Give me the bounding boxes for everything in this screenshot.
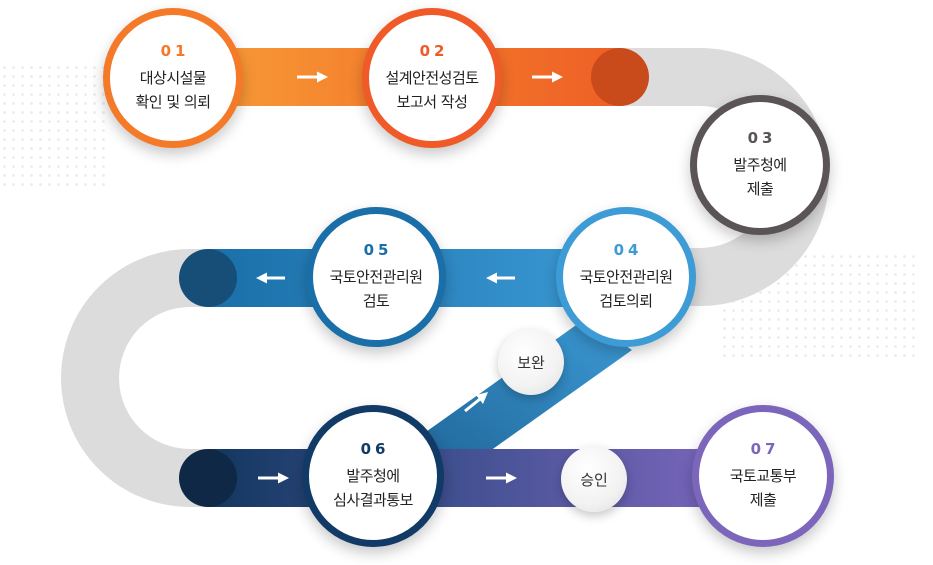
step-01: 01 대상시설물 확인 및 의뢰 xyxy=(103,8,243,148)
arrow-right-icon xyxy=(532,71,563,83)
step-02: 02 설계안전성검토 보고서 작성 xyxy=(362,8,502,148)
track-end-orange xyxy=(591,48,649,106)
step-number: 03 xyxy=(747,129,777,147)
step-number: 05 xyxy=(363,241,393,259)
track-end-blue xyxy=(179,249,237,307)
step-label-line2: 심사결과통보 xyxy=(333,491,413,509)
step-06: 06 발주청에 심사결과통보 xyxy=(302,405,444,547)
step-number: 01 xyxy=(160,42,190,60)
step-label-line2: 보고서 작성 xyxy=(396,93,468,111)
step-label-line2: 검토 xyxy=(362,292,390,310)
step-label-line2: 확인 및 의뢰 xyxy=(135,93,211,111)
arrow-right-icon xyxy=(486,472,517,484)
step-label-line1: 국토안전관리원 xyxy=(329,268,423,286)
step-label-line1: 발주청에 xyxy=(733,156,787,174)
step-label-line1: 대상시설물 xyxy=(139,69,207,87)
step-number: 06 xyxy=(360,440,390,458)
arrow-right-icon xyxy=(258,472,289,484)
approval-badge: 승인 xyxy=(561,446,627,512)
arrow-right-icon xyxy=(297,71,328,83)
track-end-navy xyxy=(179,449,237,507)
arrow-up-right-icon xyxy=(464,392,488,413)
step-label-line2: 제출 xyxy=(749,491,777,509)
track-curve-left xyxy=(61,249,208,507)
supplement-badge: 보완 xyxy=(498,329,564,395)
step-label-line1: 설계안전성검토 xyxy=(385,69,479,87)
step-number: 07 xyxy=(750,440,780,458)
step-label-line1: 국토안전관리원 xyxy=(579,268,673,286)
step-label-line2: 검토의뢰 xyxy=(599,292,653,310)
step-05: 05 국토안전관리원 검토 xyxy=(306,207,446,347)
step-07: 07 국토교통부 제출 xyxy=(692,405,834,547)
arrow-left-icon xyxy=(256,272,285,284)
step-label-line1: 국토교통부 xyxy=(729,467,797,485)
step-label-line2: 제출 xyxy=(746,180,774,198)
dot-pattern-left xyxy=(0,60,110,190)
step-04: 04 국토안전관리원 검토의뢰 xyxy=(556,207,696,347)
step-number: 04 xyxy=(613,241,643,259)
track-bottom xyxy=(208,449,728,507)
step-number: 02 xyxy=(419,42,449,60)
step-label-line1: 발주청에 xyxy=(346,467,400,485)
arrow-left-icon xyxy=(486,272,515,284)
step-03: 03 발주청에 제출 xyxy=(690,95,830,235)
